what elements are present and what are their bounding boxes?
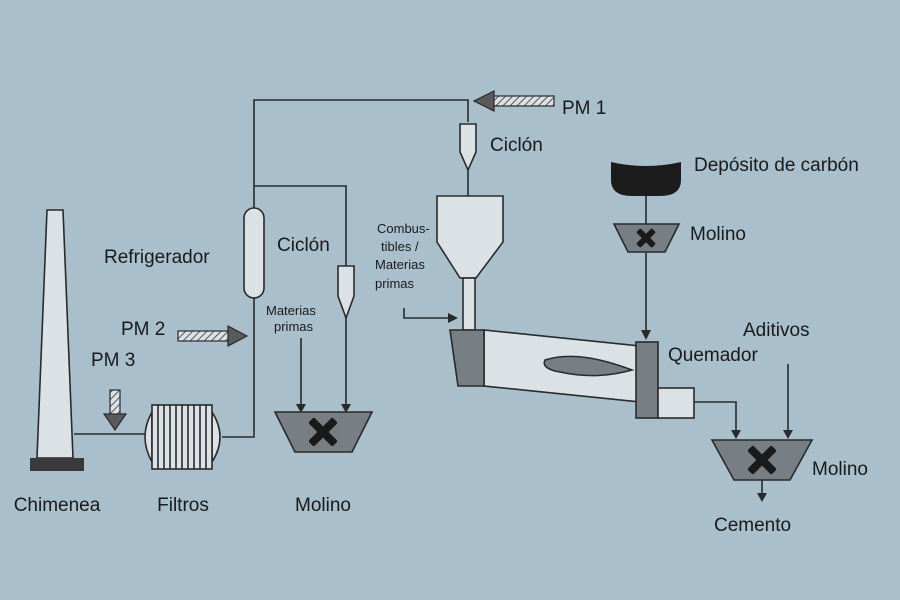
chimney-stack bbox=[36, 209, 74, 459]
label-molino-coal: Molino bbox=[690, 224, 746, 245]
pm2-arrow-shaft bbox=[177, 330, 231, 342]
cyclone-left bbox=[337, 265, 355, 321]
label-pm1: PM 1 bbox=[562, 98, 606, 119]
label-quemador: Quemador bbox=[668, 345, 758, 366]
label-materias-primas-1: Materias bbox=[266, 303, 316, 318]
cooler-to-filters bbox=[222, 296, 255, 438]
clinker-line bbox=[694, 401, 737, 434]
cyclone-arrow-head bbox=[341, 404, 351, 413]
filter-right-cap bbox=[211, 409, 221, 465]
pm1-arrow-shaft bbox=[491, 95, 555, 107]
kiln-flame bbox=[543, 355, 635, 377]
pm2-arrow bbox=[177, 325, 249, 347]
label-combustibles-4: primas bbox=[375, 276, 415, 291]
branch-to-cyclone bbox=[254, 185, 347, 266]
cement-mill-rotor-icon bbox=[747, 445, 777, 475]
chimney bbox=[30, 209, 84, 471]
preheater bbox=[436, 195, 504, 331]
label-chimenea: Chimenea bbox=[14, 495, 101, 516]
label-aditivos: Aditivos bbox=[743, 320, 810, 341]
label-combustibles-1: Combus- bbox=[377, 221, 430, 236]
pm1-arrow bbox=[472, 90, 555, 112]
coal-mill bbox=[612, 223, 681, 253]
filters-unit bbox=[144, 404, 221, 470]
label-cemento: Cemento bbox=[714, 515, 791, 536]
cement-arrow-head bbox=[757, 493, 767, 502]
top-duct bbox=[253, 99, 469, 210]
label-combustibles-2: tibles / bbox=[381, 239, 419, 254]
preheater-body bbox=[436, 195, 504, 279]
cyclone-top-body bbox=[459, 123, 477, 172]
filter-left-cap bbox=[144, 408, 153, 466]
raw-material-arrow-head bbox=[296, 404, 306, 413]
label-combustibles-3: Materias bbox=[375, 257, 425, 272]
cooler-vessel bbox=[243, 207, 265, 299]
rotary-kiln bbox=[449, 329, 695, 419]
label-pm2: PM 2 bbox=[121, 319, 165, 340]
raw-mill-rotor-icon bbox=[308, 417, 338, 447]
coal-mill-rotor-icon bbox=[636, 228, 656, 248]
label-deposito-carbon: Depósito de carbón bbox=[694, 155, 859, 176]
kiln-inlet-hood bbox=[449, 329, 485, 387]
chimney-base bbox=[30, 458, 84, 471]
pm3-arrow-shaft bbox=[109, 389, 121, 417]
coal-arrow-head bbox=[641, 330, 651, 340]
cyclone-left-body bbox=[337, 265, 355, 321]
fuel-line bbox=[403, 308, 452, 319]
pm2-arrow-head bbox=[227, 325, 249, 347]
label-refrigerador: Refrigerador bbox=[104, 247, 210, 268]
pm3-arrow-head bbox=[102, 413, 128, 432]
piping bbox=[74, 99, 793, 502]
label-molino-raw: Molino bbox=[295, 495, 351, 516]
kiln-outlet bbox=[657, 387, 695, 419]
pm1-arrow-head bbox=[472, 90, 495, 112]
fuel-arrow-head bbox=[448, 313, 458, 323]
pm3-arrow bbox=[102, 389, 128, 432]
label-materias-primas-2: primas bbox=[274, 319, 314, 334]
label-ciclon-top: Ciclón bbox=[490, 135, 543, 156]
cement-mill bbox=[710, 439, 814, 481]
raw-mill bbox=[273, 411, 374, 453]
labels: Chimenea Filtros Molino Refrigerador Cic… bbox=[14, 98, 868, 536]
preheater-chute bbox=[462, 277, 476, 331]
label-ciclon-left: Ciclón bbox=[277, 235, 330, 256]
clinker-arrow-head bbox=[731, 430, 741, 439]
label-molino-cement: Molino bbox=[812, 459, 868, 480]
burner-housing bbox=[635, 341, 659, 419]
label-pm3: PM 3 bbox=[91, 350, 135, 371]
coal-hopper bbox=[611, 162, 681, 196]
label-filtros: Filtros bbox=[157, 495, 209, 516]
additives-arrow-head bbox=[783, 430, 793, 439]
